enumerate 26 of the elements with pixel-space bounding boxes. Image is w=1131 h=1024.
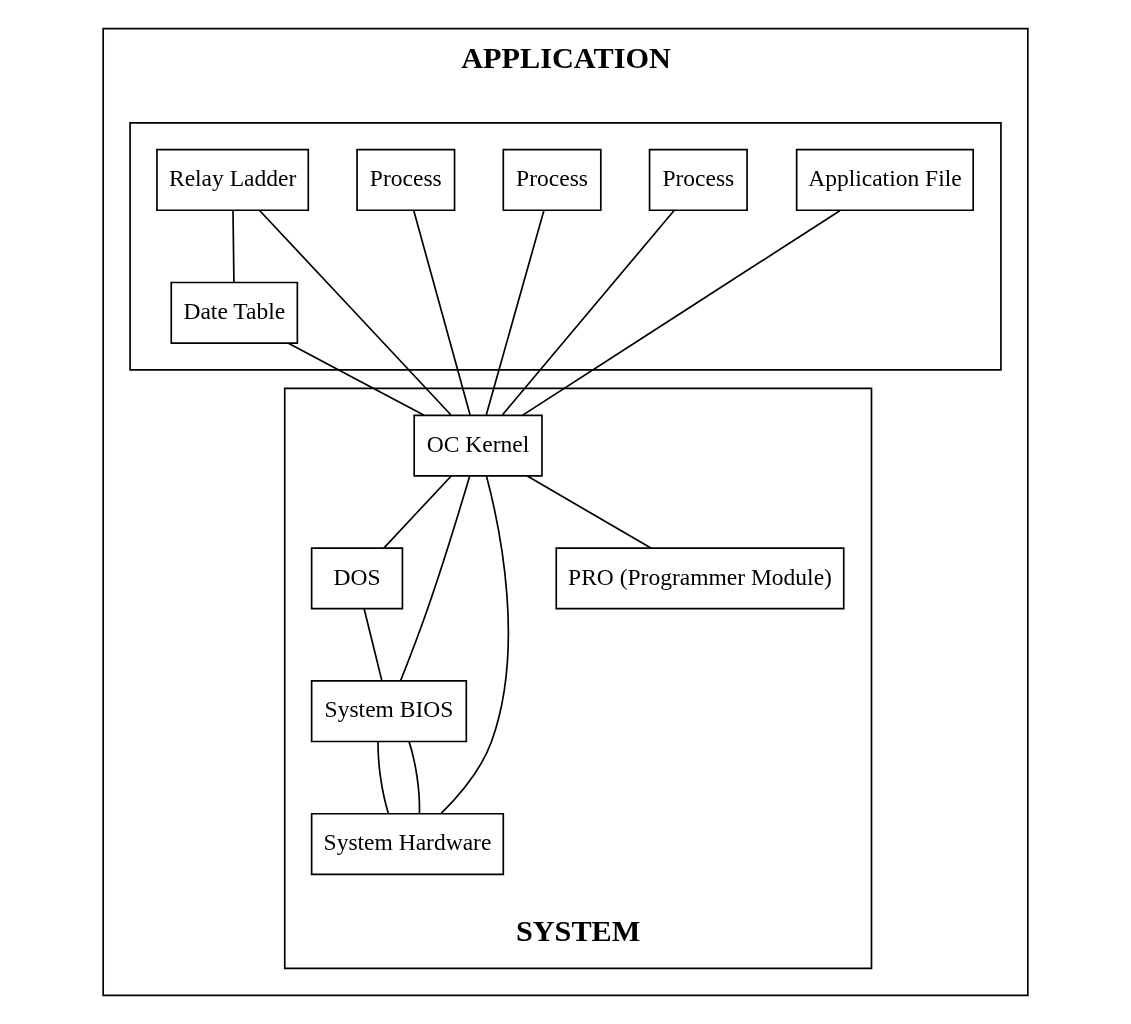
connector: [377, 740, 390, 815]
node-box: Process: [502, 148, 602, 212]
connector: [501, 209, 675, 416]
node-box: Process: [356, 148, 456, 212]
connector: [440, 475, 510, 815]
connector: [412, 209, 471, 416]
node-box: DOS: [310, 547, 404, 610]
node-box: Application File: [795, 148, 975, 212]
connector: [287, 342, 425, 417]
connector: [399, 475, 471, 682]
connector: [232, 209, 235, 284]
connector: [382, 475, 453, 549]
connector: [408, 740, 421, 815]
connector: [526, 475, 652, 549]
connector: [485, 209, 545, 416]
connector: [363, 608, 383, 682]
node-box: System BIOS: [310, 680, 468, 743]
node-box: System Hardware: [310, 812, 505, 876]
cluster: [129, 121, 1002, 371]
connector: [521, 209, 841, 416]
node-box: Date Table: [170, 281, 299, 344]
connector: [259, 209, 452, 416]
node-box: OC Kernel: [413, 414, 543, 477]
node-box: PRO (Programmer Module): [555, 547, 845, 610]
node-box: Relay Ladder: [156, 148, 310, 212]
node-box: Process: [648, 148, 748, 212]
